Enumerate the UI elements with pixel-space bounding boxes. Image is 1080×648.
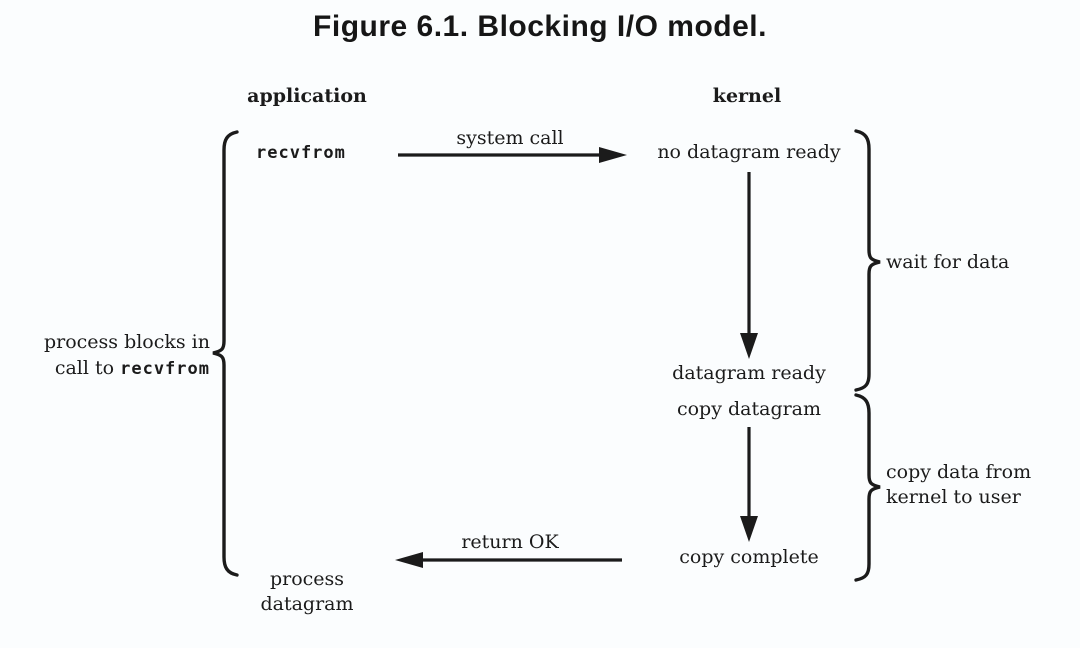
no-datagram-ready-label: no datagram ready — [657, 141, 841, 163]
return-ok-label: return OK — [461, 531, 559, 553]
datagram-ready-label: datagram ready — [672, 362, 826, 384]
copy-complete-label: copy complete — [679, 546, 819, 568]
wait-down-arrow — [740, 172, 758, 359]
system-call-arrow — [398, 147, 627, 163]
return-ok-arrow — [395, 552, 622, 568]
figure-title: Figure 6.1. Blocking I/O model. — [313, 10, 767, 43]
application-column-label: application — [247, 85, 367, 107]
process-blocks-note: process blocks in call to recvfrom — [30, 329, 210, 382]
process-datagram-label: process datagram — [237, 567, 377, 617]
process-blocks-note-line1: process blocks in — [43, 331, 210, 353]
process-datagram-line1: process — [269, 568, 345, 590]
copy-down-arrow — [740, 427, 758, 542]
wait-for-data-brace — [854, 129, 881, 392]
system-call-label: system call — [456, 127, 564, 149]
kernel-column-label: kernel — [712, 85, 782, 107]
recvfrom-inline-code: recvfrom — [120, 359, 210, 379]
copy-data-brace — [854, 393, 881, 582]
copy-data-label: copy data from kernel to user — [886, 460, 1031, 510]
copy-data-line2: kernel to user — [886, 486, 1021, 508]
copy-datagram-label: copy datagram — [676, 398, 822, 420]
process-blocks-note-line2: call to recvfrom — [54, 357, 210, 379]
copy-data-line1: copy data from — [886, 461, 1032, 483]
process-blocks-brace — [212, 130, 239, 577]
recvfrom-call-label: recvfrom — [256, 143, 346, 163]
wait-for-data-label: wait for data — [886, 251, 1010, 273]
process-datagram-line2: datagram — [260, 593, 354, 615]
